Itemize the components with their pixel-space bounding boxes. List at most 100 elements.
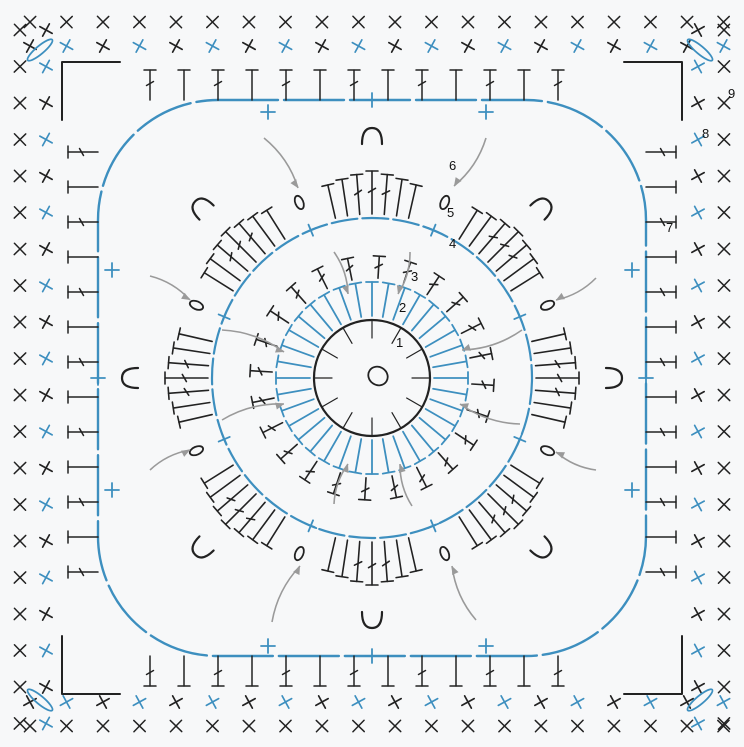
r5-g0-s0: [532, 334, 565, 342]
r5-picot-2: [362, 612, 382, 628]
r5-picot-0: [606, 368, 622, 388]
r2-stitch-19: [277, 361, 310, 367]
r2-stitch-28-top: [383, 282, 395, 284]
b-right-11-b: [695, 425, 702, 437]
r2-stitch-1-top: [465, 389, 467, 401]
r3-stitch-10: [263, 423, 283, 433]
r3-stitch-12-top: [250, 365, 251, 377]
r3-stitch-20-top: [434, 273, 444, 280]
r2-stitch-8-top: [383, 471, 395, 473]
r5-g1-s1: [504, 475, 534, 497]
r2-stitch-12: [324, 432, 341, 461]
b-left-15-b: [43, 571, 50, 583]
r3-stitch-8-cross: [306, 471, 314, 472]
r5-g3-s6-top: [201, 478, 207, 488]
r5-g2-s4-top: [351, 581, 363, 582]
arrow-7: [452, 566, 476, 620]
b-left-0-b: [43, 24, 50, 36]
r5-g6-s4-top: [381, 174, 393, 175]
b-left-3-b: [43, 133, 50, 145]
r5-g6-s5-top: [396, 178, 408, 180]
r2-stitch-7: [393, 436, 405, 468]
r5-g7-s6: [511, 273, 540, 291]
ring-spoke-5: [322, 398, 338, 407]
b-left-7-b: [43, 279, 50, 291]
arrow-1: [454, 138, 486, 186]
arrow-6: [272, 566, 300, 622]
ring-spoke-4: [343, 413, 352, 429]
r2-stitch-1: [433, 389, 466, 395]
r5-picot-5: [188, 194, 213, 219]
arrow-head-2: [181, 293, 190, 300]
r5-g3-s1-top: [248, 536, 258, 543]
arrow-11: [460, 404, 520, 424]
r5-g5-s5: [253, 216, 275, 246]
r5-g6-s4: [384, 175, 387, 215]
r5-g2-s6: [328, 538, 336, 571]
r5-g3-s6: [204, 465, 233, 483]
r3-stitch-3: [438, 453, 453, 469]
r4-chain-circle: [212, 218, 532, 538]
r2-stitch-10: [355, 439, 361, 472]
magic-ring: [314, 320, 430, 436]
r2-stitch-2: [430, 399, 462, 411]
arrow-head-3: [556, 293, 565, 300]
r5-picot-7: [530, 194, 555, 219]
r5-g5-s6: [267, 210, 285, 239]
b-bottom-11-b: [428, 696, 435, 708]
r5-g2-s2: [384, 542, 387, 582]
round-label-3: 3: [411, 269, 418, 284]
b-bottom-14-b: [538, 696, 545, 708]
arrow-10: [222, 404, 284, 420]
r3-stitch-0-top: [493, 379, 494, 391]
b-bottom-10-b: [392, 696, 399, 708]
b-right-13-b: [695, 498, 702, 510]
arrow-9: [462, 330, 522, 350]
b-bottom-8-b: [319, 696, 326, 708]
b-left-5-b: [43, 206, 50, 218]
round-label-9: 9: [728, 86, 735, 101]
r3-stitch-9: [281, 444, 297, 459]
r5-g7-s0-top: [472, 207, 482, 213]
r5-g7-s2-cross: [489, 236, 497, 238]
r5-g0-s6: [532, 415, 565, 423]
b-bottom-6-b: [246, 696, 253, 708]
r5-g0-s5: [534, 403, 571, 409]
r7-corner-3: [624, 636, 682, 694]
r2-stitch-24-top: [319, 292, 329, 298]
r5-g3-s2-cross: [247, 518, 255, 520]
r2-stitch-17: [277, 389, 310, 395]
r2-stitch-6: [403, 432, 420, 461]
b-left-18-b: [43, 681, 50, 693]
r5-g4-s0: [179, 415, 212, 423]
r3-stitch-14-cross: [278, 312, 279, 320]
r2-stitch-15-top: [286, 421, 292, 431]
ring-spoke-7: [322, 349, 338, 358]
r2-stitch-23: [310, 304, 332, 330]
ring-spoke-1: [407, 398, 423, 407]
b-bottom-3-b: [136, 696, 143, 708]
r5-g5-s5-top: [248, 213, 258, 220]
b-bottom-17-b: [647, 696, 654, 708]
r5-picot-6: [362, 128, 382, 144]
r5-g0-s1: [534, 348, 571, 354]
r5-g0-s5-top: [570, 402, 572, 414]
r5-picot-3: [188, 536, 213, 561]
r5-g4-s2-top: [168, 387, 169, 399]
b-right-4-b: [695, 170, 702, 182]
b-right-0-b: [695, 24, 702, 36]
r5-chain-1: [438, 546, 451, 562]
b-right-5-b: [695, 206, 702, 218]
b-bottom-7-b: [282, 696, 289, 708]
r3-stitch-4: [417, 467, 427, 487]
r2-stitch-26-top: [349, 282, 361, 284]
r3-stitch-6-top: [359, 499, 371, 500]
b-bottom-12-b: [465, 696, 472, 708]
b-right-2-b: [695, 97, 702, 109]
round-1-2-stitches: [276, 282, 468, 474]
round-label-7: 7: [666, 220, 673, 235]
r5-g7-s1: [469, 216, 491, 246]
r2-stitch-30-top: [415, 292, 425, 298]
r5-g0-s4-top: [575, 387, 576, 399]
r3-stitch-18-top: [373, 256, 385, 257]
